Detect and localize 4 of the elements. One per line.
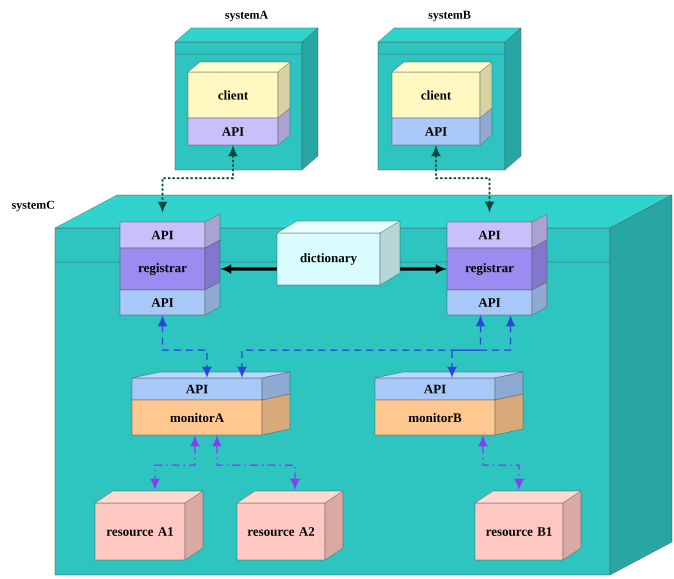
system-title: systemB bbox=[428, 10, 470, 22]
system-title: systemA bbox=[225, 10, 268, 22]
system-title: systemC bbox=[12, 200, 54, 212]
arrow bbox=[158, 147, 238, 211]
